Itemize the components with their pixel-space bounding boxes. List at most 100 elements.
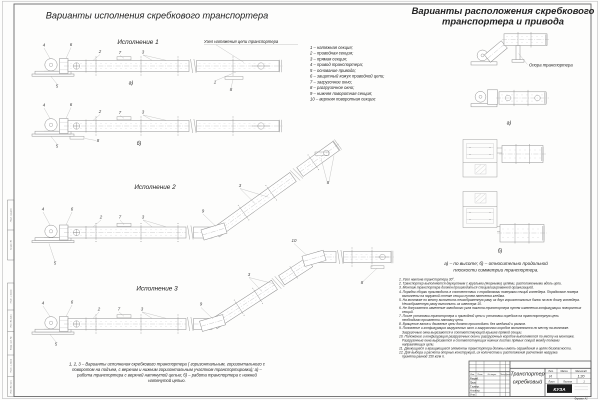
caption-line: работа транспортера с верхней натянутой …	[76, 373, 257, 378]
callout-2: 2	[99, 215, 103, 220]
margin-stamp-column: Перв. примен. Справ. № Подп. и дата Инв.…	[7, 199, 15, 397]
tb-row-prov: Пров.	[470, 381, 477, 384]
legend-item: 10 – верхняя поворотная секция;	[310, 97, 377, 102]
note-line: 3. Монтаж транспортера должен производит…	[399, 286, 534, 290]
tb-sheet-header: Лист	[547, 381, 554, 384]
tb-doc-title-line1: Транспортер	[510, 372, 544, 378]
title-block: Изм. Лист № докум. Подп. Дата Разраб. Пр…	[468, 360, 592, 400]
tb-col-doc: № докум.	[488, 373, 497, 376]
callout-10: 10	[292, 238, 297, 243]
note-line: необходимо произвести натяжку цепи.	[402, 318, 464, 322]
callout-8: 8	[361, 280, 364, 285]
callout-9: 9	[200, 302, 203, 307]
callout-9: 9	[202, 209, 205, 214]
exec1-variant-b-drawing	[31, 107, 283, 145]
note-line: направляющих цепи.	[402, 342, 434, 346]
right-title-line2: транспортера и привода	[442, 16, 564, 27]
tb-sheets-header: Листов	[562, 381, 572, 384]
legend-item: 9 – нижняя поворотная секция;	[310, 91, 373, 96]
arrangement-r1-drawing	[470, 32, 549, 66]
arrangement-r4-drawing	[462, 191, 547, 244]
tb-col-list: Лист	[476, 374, 482, 376]
tb-row-utv: Утв.	[470, 394, 476, 397]
callout-8: 8	[230, 87, 233, 92]
legend-item: 6 – защитный кожух приводной цепи;	[310, 74, 385, 79]
arrangement-a-label: а)	[507, 121, 512, 127]
note-line: 6. Не допускается изменение заводского у…	[399, 306, 582, 310]
callout-7: 7	[119, 50, 122, 55]
exec1-variant-a-drawing	[31, 44, 298, 89]
caption-line: поворотом на подъем, с верхним и нижним …	[72, 367, 262, 372]
margin-label: Перв. примен.	[11, 207, 13, 222]
right-caption-line2: плоскости симметрии транспортера.	[453, 267, 538, 272]
callout-2: 2	[98, 49, 102, 54]
callout-2: 2	[98, 109, 102, 114]
margin-label: Инв. № дубл.	[10, 314, 13, 328]
callout-6: 6	[71, 207, 74, 212]
callout-3: 3	[248, 272, 251, 277]
note-line: выполнены на наружной стенке секции путе…	[402, 294, 505, 298]
legend-item: 8 – разгрузочное окно;	[310, 85, 355, 90]
note-line: 10. Положение и конфигурация разгрузочны…	[399, 334, 575, 338]
note-line: 7. После установки транспортера и привод…	[399, 314, 559, 318]
callout-4: 4	[42, 301, 45, 306]
callout-6: 6	[71, 300, 74, 305]
logo-text: КУЗА	[553, 387, 565, 392]
callout-6: 6	[70, 42, 73, 47]
arrangement-r2-drawing	[470, 89, 549, 108]
legend-list: 1 – натяжная секция; 2 – приводная секци…	[309, 45, 385, 102]
callout-5: 5	[54, 261, 57, 266]
tb-sheets-value: 1	[583, 381, 585, 384]
exec1-b-label: б)	[137, 141, 142, 147]
callout-5: 5	[55, 342, 58, 347]
note-line: принята равной 150 кг/м п.	[402, 355, 445, 359]
note-line: 9. Положение и конфигурация загрузочных …	[399, 326, 569, 330]
exec3-title: Исполнение 3	[136, 285, 178, 292]
legend-item: 2 – приводная секция;	[309, 51, 354, 56]
note-line: 5. На монтаже по месту выполнить неизобр…	[399, 298, 580, 302]
note-line: Неизображенную раму выполнить из швеллер…	[402, 302, 482, 306]
callout-3: 3	[142, 50, 145, 55]
notes-block: 1. Угол наклона транспортера 30°. 2. Тра…	[398, 278, 582, 359]
tb-mass-header: Масса	[560, 370, 568, 373]
exec2-drawing	[31, 139, 342, 262]
exec2-title: Исполнение 2	[134, 184, 176, 191]
callout-7: 7	[118, 307, 121, 312]
tb-scale-value: 1:20	[578, 375, 585, 379]
format-note: Формат А1	[574, 397, 588, 400]
arrangement-b-label: б)	[498, 249, 503, 255]
arrangement-r3-drawing	[462, 139, 546, 178]
legend-item: 7 – загрузочное окно;	[310, 79, 353, 84]
note-line: 12. Для выбора и расчета опорных констру…	[399, 351, 558, 355]
right-caption-line1: а) – по высоте; б) – относительно продол…	[444, 260, 548, 266]
legend-item: 5 – основание привода;	[310, 68, 357, 73]
note-line: секций.	[402, 310, 414, 314]
callout-3: 3	[142, 110, 145, 115]
tb-row-nkontr: Н.контр.	[470, 390, 480, 393]
support-note: Опора транспортера	[529, 62, 573, 67]
callout-3: 3	[142, 215, 145, 220]
exec1-title: Исполнение 1	[117, 39, 159, 46]
note-line: 1. Угол наклона транспортера 30°.	[399, 278, 455, 282]
left-caption: 1, 2, 3 – Варианты исполнения скребковог…	[69, 361, 266, 383]
tb-doc-title-line2: скребковый	[513, 378, 543, 385]
legend-item: 4 – привод транспортера;	[310, 62, 364, 67]
margin-label: Взам. инв. №	[10, 336, 13, 350]
callout-3: 3	[141, 307, 144, 312]
callout-4: 4	[42, 207, 45, 212]
legend-item: 1 – натяжная секция;	[310, 45, 354, 50]
tb-scale-header: Масштаб	[575, 370, 587, 373]
note-line: 2. Транспортер выполняется двухцепным с …	[398, 282, 562, 286]
callout-8: 8	[97, 138, 100, 143]
tb-row-razrab: Разраб.	[470, 377, 479, 380]
tb-lit-value: И	[549, 374, 552, 378]
exec3-drawing	[31, 243, 395, 343]
callout-7: 7	[119, 110, 122, 115]
callout-6: 6	[70, 102, 73, 107]
note-line: Загрузочные окна вырезаются в соответств…	[402, 330, 522, 334]
note-line: 11. Движущиеся и вращающиеся элементы тр…	[399, 347, 572, 351]
margin-label: Подп. и дата	[10, 289, 13, 303]
